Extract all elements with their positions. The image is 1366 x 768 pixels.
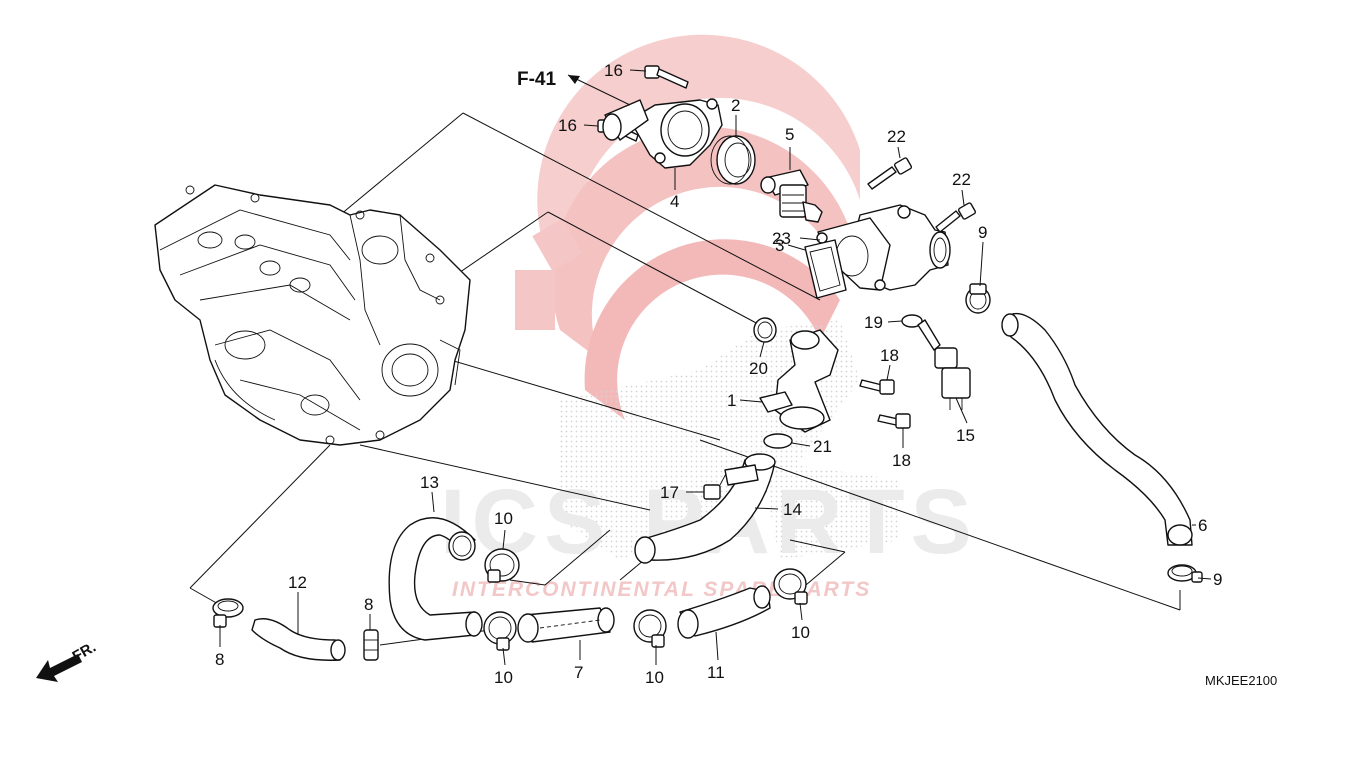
callout-8-right: 8 (364, 595, 373, 614)
water-pipe-14 (634, 453, 776, 564)
callout-22-right: 22 (952, 170, 971, 189)
callout-10-top: 10 (494, 509, 513, 528)
hose-12 (251, 618, 346, 661)
reference-f41: F-41 (517, 69, 631, 106)
bolt-17 (703, 469, 729, 500)
callout-5: 5 (785, 125, 794, 144)
callout-9-lower: 9 (1213, 570, 1222, 589)
reference-label: F-41 (517, 69, 557, 90)
callouts: 16 16 2 4 5 22 22 23 3 9 19 20 18 1 18 1… (215, 61, 1222, 687)
hose-11 (677, 585, 771, 639)
callout-22-left: 22 (887, 127, 906, 146)
callout-23: 23 (772, 229, 791, 248)
bolt-22-left (867, 157, 913, 190)
bolt-18-lower (877, 413, 911, 429)
oring-20 (753, 317, 777, 343)
clamp-8-right (363, 629, 379, 661)
clamp-9-upper (965, 283, 991, 314)
callout-16-upper: 16 (604, 61, 623, 80)
callout-8-left: 8 (215, 650, 224, 669)
callout-19: 19 (864, 313, 883, 332)
callout-9-upper: 9 (978, 223, 987, 242)
callout-7: 7 (574, 663, 583, 682)
water-joint-1 (759, 329, 839, 433)
clamp-8-left (212, 598, 244, 628)
callout-18-upper: 18 (880, 346, 899, 365)
bolt-16-upper (644, 65, 689, 89)
callout-14: 14 (783, 500, 802, 519)
seal-2 (710, 135, 756, 185)
callout-10-bottom-mid: 10 (645, 668, 664, 687)
callout-21: 21 (813, 437, 832, 456)
callout-10-bottom-left: 10 (494, 668, 513, 687)
callout-3: 3 (775, 236, 784, 255)
callout-15: 15 (956, 426, 975, 445)
oring-21 (763, 433, 793, 449)
callout-11: 11 (707, 663, 725, 682)
callout-1: 1 (727, 391, 736, 410)
callout-12: 12 (288, 573, 307, 592)
gasket-3 (804, 239, 847, 299)
clamp-10-b (483, 611, 517, 651)
callout-16-lower: 16 (558, 116, 577, 135)
callout-4: 4 (670, 192, 679, 211)
hose-13 (388, 517, 483, 641)
clamp-10-d (773, 568, 808, 605)
engine-block (154, 184, 471, 446)
sensor-15 (917, 319, 971, 410)
thermostat-housing (816, 204, 951, 291)
water-outlet-4 (602, 98, 723, 169)
bolt-22-right (935, 202, 977, 233)
water-pipe-7 (517, 607, 615, 643)
callout-18-lower: 18 (892, 451, 911, 470)
thermostat-5 (760, 169, 823, 223)
hose-6 (1001, 312, 1193, 546)
callout-17: 17 (660, 483, 679, 502)
callout-leaders (219, 69, 1212, 666)
clamp-10-a (484, 548, 520, 583)
callout-2: 2 (731, 96, 740, 115)
clamp-9-lower (1167, 564, 1203, 583)
bolt-18-upper (859, 379, 895, 395)
callout-20: 20 (749, 359, 768, 378)
watermark-subtitle: INTERCONTINENTAL SPARE PARTS (452, 578, 871, 601)
front-arrow-icon (36, 654, 82, 682)
arrow-left-icon (568, 75, 580, 84)
callout-10-right: 10 (791, 623, 810, 642)
front-direction: FR. (36, 639, 99, 682)
clamp-10-c (633, 609, 667, 648)
callout-6: 6 (1198, 516, 1207, 535)
diagram-code: MKJEE2100 (1205, 673, 1277, 688)
callout-13: 13 (420, 473, 439, 492)
